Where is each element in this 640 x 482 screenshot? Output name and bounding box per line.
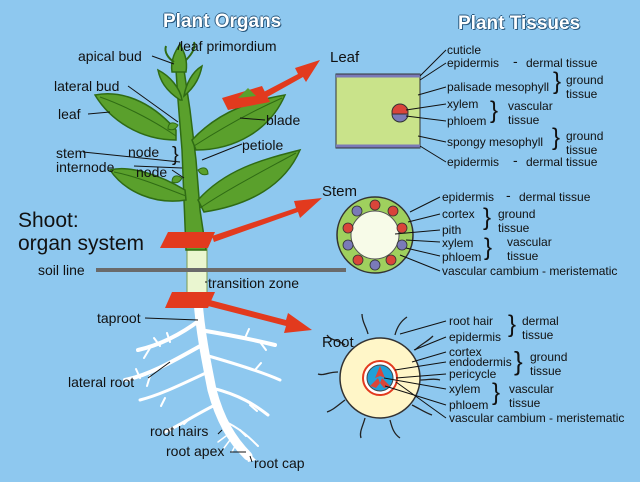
label-root-dermal: dermal <box>522 314 559 328</box>
label-root-hairs: root hairs <box>150 423 209 439</box>
label-leaf-dermal-bottom: dermal tissue <box>526 155 598 169</box>
label-stem-ground-tissue: tissue <box>498 221 530 235</box>
label-root-vascular-tissue: tissue <box>509 396 541 410</box>
label-stem-vascular: vascular <box>507 235 552 249</box>
label-root-ground-tissue: tissue <box>530 364 562 378</box>
label-spongy: spongy mesophyll <box>447 135 544 149</box>
palisade-brace: } <box>553 68 562 95</box>
label-root-hair: root hair <box>449 314 494 328</box>
plant-tissues-title: Plant Tissues <box>458 13 581 34</box>
label-root-apex: root apex <box>166 443 225 459</box>
label-stem-vascular-tissue: tissue <box>507 249 539 263</box>
leaf-section-title: Leaf <box>330 49 360 66</box>
label-leaf-primordium: leaf primordium <box>180 38 277 54</box>
label-root-pericycle: pericycle <box>449 367 497 381</box>
label-leaf-dermal-top: dermal tissue <box>526 56 598 70</box>
label-node-upper: node <box>128 144 160 160</box>
label-blade: blade <box>266 112 301 128</box>
label-stem-cambium: vascular cambium - meristematic <box>442 264 618 278</box>
leaves <box>93 64 302 213</box>
label-internode: internode <box>56 159 115 175</box>
leader-lines <box>82 41 447 463</box>
label-leaf-tissue-2: tissue <box>566 143 598 157</box>
label-root-ground: ground <box>530 350 568 364</box>
label-root-cortex: cortex <box>449 345 482 359</box>
label-petiole: petiole <box>242 137 284 153</box>
stem-vascular-brace: } <box>484 234 493 261</box>
section-arrows <box>208 60 322 333</box>
label-node-lower: node <box>136 164 168 180</box>
root-vascular-brace: } <box>492 379 501 406</box>
leaf-vascular-brace: } <box>490 97 499 124</box>
label-root-epidermis: epidermis <box>449 330 502 344</box>
label-lateral-bud: lateral bud <box>54 78 120 94</box>
label-root-xylem: xylem <box>449 382 481 396</box>
label-stem-epidermis: epidermis <box>442 190 495 204</box>
plant-organs-title: Plant Organs <box>163 11 282 32</box>
label-shoot: Shoot: <box>18 209 79 232</box>
leaf-dash-bottom: - <box>513 152 518 168</box>
spongy-brace: } <box>552 124 561 151</box>
root-section-title: Root <box>322 334 354 351</box>
stem-cross-section <box>336 196 414 274</box>
label-stem: stem <box>56 145 87 161</box>
root-cap-shape <box>244 448 256 462</box>
soil-line <box>96 268 346 272</box>
label-stem-ground: ground <box>498 207 536 221</box>
label-stem-cortex: cortex <box>442 207 475 221</box>
label-leaf: leaf <box>58 106 81 122</box>
label-stem-dermal: dermal tissue <box>519 190 591 204</box>
label-leaf-epidermis-top: epidermis <box>447 56 500 70</box>
label-root-cap: root cap <box>254 455 305 471</box>
stem-section-title: Stem <box>322 183 358 200</box>
label-leaf-vascular: vascular <box>508 99 553 113</box>
label-root-vascular: vascular <box>509 382 554 396</box>
label-leaf-tissue-1: tissue <box>566 87 598 101</box>
root-ground-brace: } <box>514 346 523 376</box>
stem-section-plane <box>160 232 215 248</box>
root-section-plane <box>165 292 215 308</box>
root-cross-section <box>317 313 441 439</box>
label-soil-line: soil line <box>38 262 85 278</box>
label-leaf-epidermis-bottom: epidermis <box>447 155 500 169</box>
stem-ground-brace: } <box>483 204 492 231</box>
label-stem-phloem: phloem <box>442 250 482 264</box>
label-root-phloem: phloem <box>449 398 489 412</box>
label-organ-system: organ system <box>18 232 145 255</box>
leaf-dash-top: - <box>513 53 518 69</box>
label-leaf-ground-1: ground <box>566 73 604 87</box>
label-transition-zone: transition zone <box>208 275 300 291</box>
label-leaf-ground-2: ground <box>566 129 604 143</box>
label-leaf-vascular-tissue: tissue <box>508 113 540 127</box>
label-root-dermal-tissue: tissue <box>522 328 554 342</box>
leaf-section-plane <box>222 86 270 110</box>
label-leaf-phloem: phloem <box>447 114 487 128</box>
label-leaf-xylem: xylem <box>447 97 479 111</box>
label-taproot: taproot <box>97 310 141 326</box>
label-stem-pith: pith <box>442 223 462 237</box>
label-palisade: palisade mesophyll <box>447 80 550 94</box>
internode-brace: } <box>172 144 179 166</box>
stem-dash: - <box>506 187 511 203</box>
label-apical-bud: apical bud <box>78 48 142 64</box>
label-root-endodermis: endodermis <box>449 355 512 369</box>
root-system <box>123 295 282 461</box>
label-root-cambium: vascular cambium - meristematic <box>449 411 625 425</box>
root-dermal-brace: } <box>508 311 517 338</box>
label-lateral-root: lateral root <box>68 374 135 390</box>
label-stem-xylem: xylem <box>442 236 474 250</box>
label-cuticle: cuticle <box>447 43 482 57</box>
